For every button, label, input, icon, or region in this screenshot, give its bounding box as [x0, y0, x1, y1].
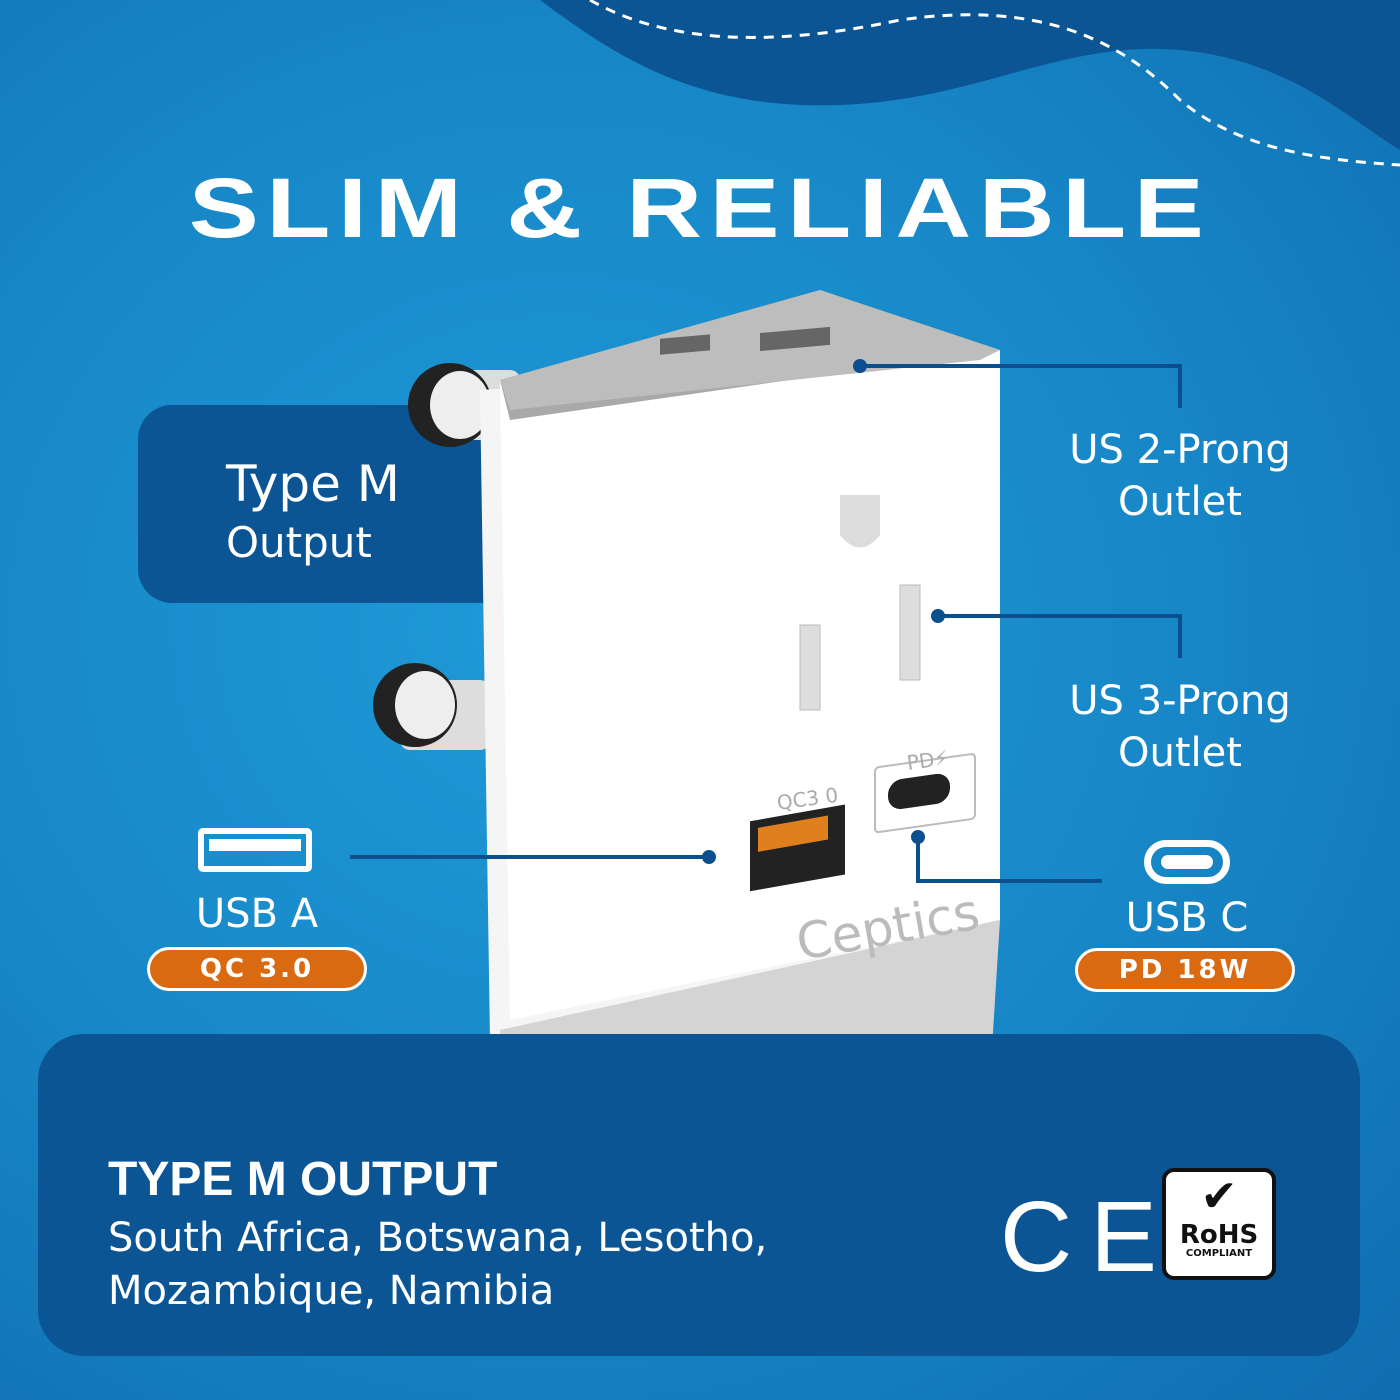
rohs-label: RoHS [1179, 1220, 1259, 1250]
pointer-line [1178, 614, 1182, 658]
type-m-label: Type M [226, 455, 400, 513]
headline: SLIM & RELIABLE [188, 161, 1212, 255]
pointer-line [938, 614, 1182, 618]
us-3-prong-label: US 3-Prong [1069, 678, 1291, 724]
outlet-label: Outlet [1118, 479, 1242, 525]
usb-a-icon [198, 828, 312, 872]
compatibility-panel: TYPE M OUTPUT South Africa, Botswana, Le… [38, 1034, 1360, 1356]
pointer-line [1178, 364, 1182, 408]
pointer-dot [702, 850, 716, 864]
pointer-line [916, 879, 1102, 883]
qc-badge: QC 3.0 [147, 947, 367, 991]
checkmark-icon: ✔ [1200, 1171, 1238, 1222]
compatibility-heading: TYPE M OUTPUT [108, 1153, 498, 1206]
rohs-compliant-label: COMPLIANT [1185, 1248, 1253, 1259]
output-label: Output [226, 518, 372, 567]
us-2-prong-label: US 2-Prong [1069, 427, 1291, 473]
pointer-line [916, 836, 920, 882]
usb-a-label: USB A [195, 891, 319, 937]
pointer-line [860, 364, 1182, 368]
outlet-label: Outlet [1118, 730, 1242, 776]
pointer-line [350, 855, 710, 859]
usb-c-label: USB C [1125, 895, 1249, 941]
round-pin [373, 663, 490, 750]
ce-mark-icon: CE [1000, 1181, 1175, 1293]
pd-port-label: PD⚡ [905, 745, 949, 775]
type-m-callout: Type M Output [138, 405, 518, 603]
pd-badge: PD 18W [1075, 948, 1295, 992]
us-3-prong-callout: US 3-Prong Outlet [1040, 675, 1320, 779]
usb-c-icon [1144, 840, 1230, 884]
country-list: South Africa, Botswana, Lesotho, Mozambi… [108, 1215, 768, 1314]
us-2-prong-callout: US 2-Prong Outlet [1040, 424, 1320, 528]
rohs-badge: ✔ RoHS COMPLIANT [1162, 1168, 1276, 1280]
top-wave [540, 0, 1400, 167]
